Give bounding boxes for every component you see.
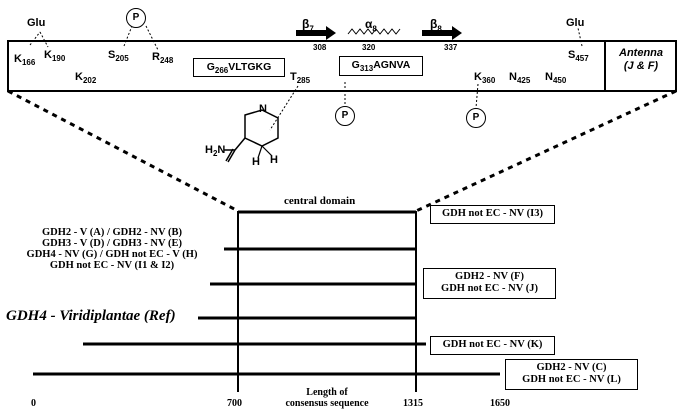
- phospho-circle-2: P: [335, 106, 355, 126]
- group-label: GDH3 - V (D) / GDH3 - NV (E): [42, 238, 182, 249]
- residue-t285: T285: [290, 71, 311, 86]
- central-domain-label: central domain: [284, 195, 356, 207]
- motif-g266: G266VLTGKG: [193, 58, 285, 77]
- residue-s205: S205: [108, 49, 129, 64]
- residue-k202: K202: [75, 71, 97, 86]
- t285-connector: [269, 85, 299, 131]
- nicotinamide-ring: [244, 109, 279, 147]
- residue-n450: N450: [545, 71, 567, 86]
- nicotinamide-h2n: H2N: [205, 144, 226, 159]
- residue-k360: K360: [474, 71, 496, 86]
- group-label: GDH2 - V (A) / GDH2 - NV (B): [42, 227, 182, 238]
- glu-left-connector-2: [39, 31, 49, 48]
- beta7-arrow: [296, 26, 336, 40]
- zoom-line-right: [415, 89, 677, 213]
- group-box-k: GDH not EC - NV (K): [430, 336, 555, 355]
- amide-bond: [234, 137, 246, 151]
- reference-label: GDH4 - Viridiplantae (Ref): [6, 308, 176, 324]
- amide-double: [225, 148, 234, 162]
- axis-label: Length of consensus sequence: [285, 387, 369, 409]
- motif-g313: G313AGNVA: [339, 56, 423, 76]
- group-label: GDH4 - NV (G) / GDH not EC - V (H): [26, 249, 198, 260]
- axis-tick-700: 700: [227, 398, 242, 409]
- beta8-arrow: [422, 26, 462, 40]
- p-left-connector: [123, 25, 133, 47]
- position-337: 337: [444, 43, 458, 52]
- amide-bond-2: [227, 149, 236, 163]
- residue-s457: S457: [568, 49, 589, 64]
- glu-right-label: Glu: [566, 17, 585, 29]
- protein-bar: [7, 40, 677, 92]
- axis-tick-1315: 1315: [403, 398, 423, 409]
- beta8-label: β8: [430, 17, 442, 34]
- nicotinamide-ring-n: N: [259, 103, 267, 115]
- group-label: GDH not EC - NV (I1 & I2): [49, 260, 175, 271]
- zoom-line-left: [7, 89, 239, 213]
- nicotinamide-h1: H: [252, 156, 260, 168]
- position-320: 320: [362, 43, 376, 52]
- glu-left-label: Glu: [27, 17, 46, 29]
- axis-tick-1650: 1650: [490, 398, 510, 409]
- group-box-fj: GDH2 - NV (F) GDH not EC - NV (J): [423, 268, 556, 299]
- beta7-label: β7: [302, 17, 314, 34]
- h-bond-2: [261, 145, 273, 157]
- antenna-label: Antenna (J & F): [619, 47, 663, 72]
- glu-left-connector: [29, 31, 41, 46]
- phospho-circle-3: P: [466, 108, 486, 128]
- residue-k166: K166: [14, 53, 36, 68]
- residue-r248: R248: [152, 51, 174, 66]
- p-left-connector-2: [145, 25, 159, 51]
- phospho-circle-1: P: [126, 8, 146, 28]
- left-stack-labels: GDH2 - V (A) / GDH2 - NV (B) GDH3 - V (D…: [0, 227, 224, 271]
- alpha8-label: α8: [365, 17, 377, 34]
- group-box-i3: GDH not EC - NV (I3): [430, 205, 555, 224]
- group-box-cl: GDH2 - NV (C) GDH not EC - NV (L): [505, 359, 638, 390]
- residue-n425: N425: [509, 71, 531, 86]
- glu-right-connector: [577, 27, 583, 47]
- position-308: 308: [313, 43, 327, 52]
- axis-tick-0: 0: [31, 398, 36, 409]
- h-bond-1: [257, 145, 263, 159]
- p-right-connector: [475, 83, 479, 109]
- alpha8-helix: [347, 28, 401, 35]
- nicotinamide-h2: H: [270, 154, 278, 166]
- residue-k190: K190: [44, 49, 66, 64]
